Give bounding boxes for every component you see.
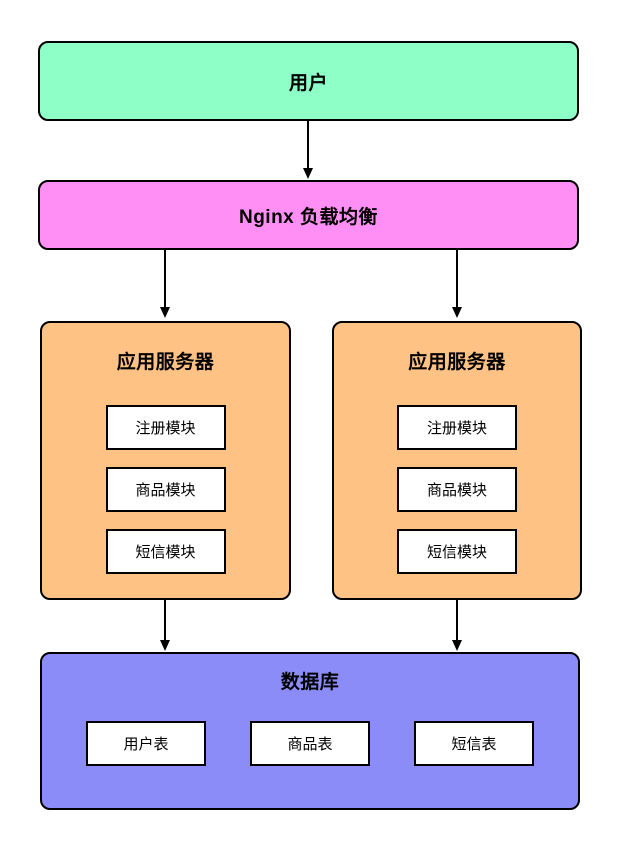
- database-node: 数据库 用户表 商品表 短信表: [40, 652, 580, 810]
- app-server-right-title: 应用服务器: [408, 352, 506, 373]
- table-sms: 短信表: [414, 721, 534, 766]
- table-user: 用户表: [86, 721, 206, 766]
- app-server-left-title: 应用服务器: [116, 352, 215, 373]
- app-server-node-right: 应用服务器 注册模块 商品模块 短信模块: [332, 321, 582, 600]
- arrow-user-to-nginx: [302, 121, 313, 179]
- module-sms-right: 短信模块: [397, 529, 517, 574]
- module-sms-left: 短信模块: [105, 529, 226, 574]
- user-node: 用户: [38, 41, 579, 121]
- app-server-node-left: 应用服务器 注册模块 商品模块 短信模块: [40, 321, 291, 600]
- module-register-left: 注册模块: [105, 405, 226, 450]
- app-server-right-modules: 注册模块 商品模块 短信模块: [334, 405, 580, 574]
- nginx-node-label: Nginx 负载均衡: [238, 206, 379, 228]
- database-title: 数据库: [280, 672, 340, 693]
- table-product: 商品表: [250, 721, 370, 766]
- arrow-nginx-to-app-server-right: [451, 250, 462, 318]
- arrow-app-server-left-to-database: [159, 600, 170, 651]
- module-product-right: 商品模块: [397, 467, 517, 512]
- nginx-load-balancer-node: Nginx 负载均衡: [38, 180, 579, 250]
- user-node-label: 用户: [288, 72, 328, 94]
- module-register-right: 注册模块: [397, 405, 517, 450]
- database-tables: 用户表 商品表 短信表: [42, 721, 578, 766]
- arrow-nginx-to-app-server-left: [159, 250, 170, 318]
- app-server-left-modules: 注册模块 商品模块 短信模块: [42, 405, 289, 574]
- arrow-app-server-right-to-database: [451, 600, 462, 651]
- module-product-left: 商品模块: [105, 467, 226, 512]
